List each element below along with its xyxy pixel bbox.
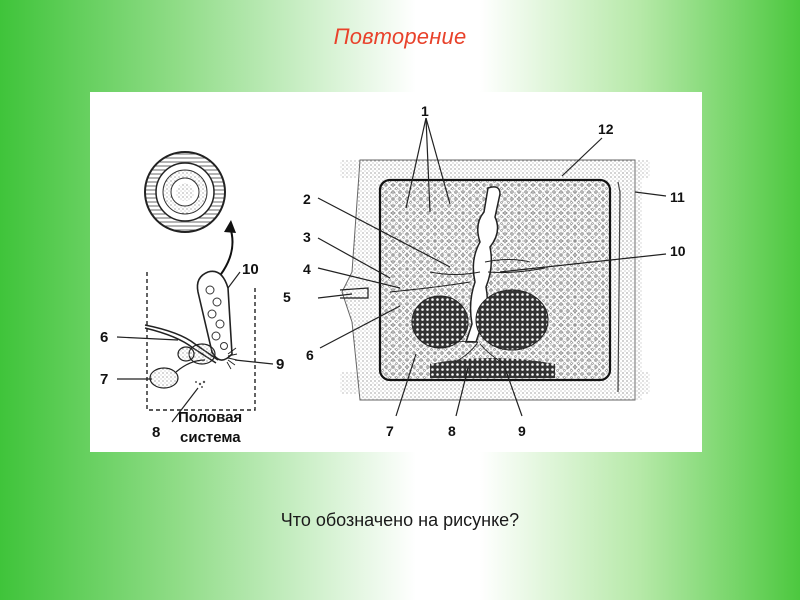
right-label-11: 11 — [670, 189, 685, 205]
left-label-7: 7 — [100, 371, 108, 388]
left-label-6: 6 — [100, 329, 108, 346]
anatomy-figure: 10 6 7 9 8 Половая система — [90, 92, 702, 452]
section-label-line2: система — [180, 429, 241, 446]
right-label-4: 4 — [303, 261, 311, 277]
left-label-8: 8 — [152, 424, 160, 441]
right-label-9: 9 — [518, 423, 526, 439]
right-label-2: 2 — [303, 191, 311, 207]
left-label-10: 10 — [242, 261, 259, 278]
right-label-12: 12 — [598, 121, 614, 137]
right-label-7: 7 — [386, 423, 394, 439]
right-label-3: 3 — [303, 229, 311, 245]
reproductive-system-diagram: 10 6 7 9 8 Половая система — [100, 151, 284, 446]
right-label-8: 8 — [448, 423, 456, 439]
right-label-10: 10 — [670, 243, 686, 259]
segment-section-diagram: 1 12 11 2 3 4 5 10 6 7 8 9 — [283, 103, 686, 439]
right-label-1: 1 — [421, 103, 429, 119]
cross-section — [144, 151, 226, 233]
question-caption: Что обозначено на рисунке? — [280, 510, 520, 530]
left-label-9: 9 — [276, 356, 284, 373]
right-label-6: 6 — [306, 347, 314, 363]
section-label-line1: Половая — [178, 409, 242, 426]
slide-title: Повторение — [333, 24, 467, 49]
right-label-5: 5 — [283, 289, 291, 305]
